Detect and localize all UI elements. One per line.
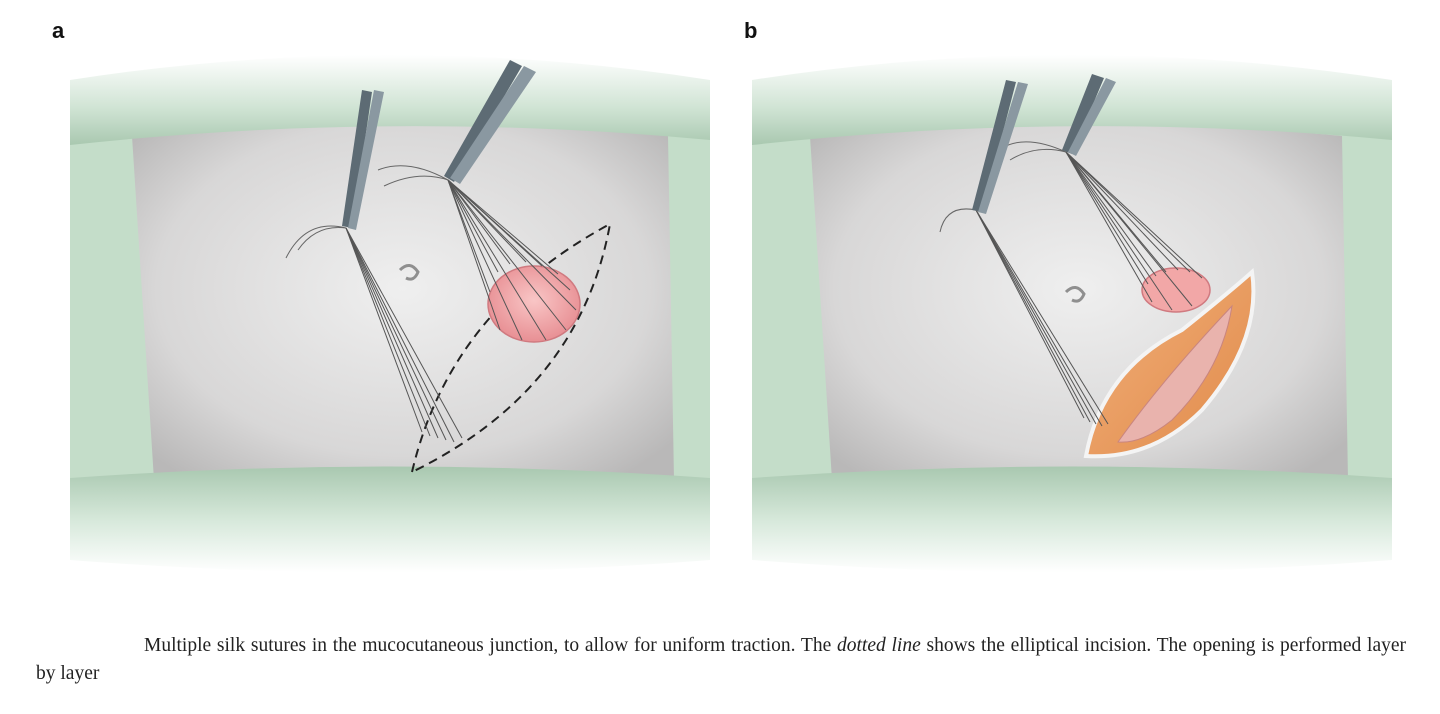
figure-caption: Multiple silk sutures in the mucocutaneo… — [36, 632, 1406, 688]
bottom-drape — [70, 466, 710, 573]
skin-field — [810, 123, 1348, 491]
bottom-drape — [752, 466, 1392, 573]
skin-field — [132, 123, 674, 491]
suture-tails — [285, 165, 449, 259]
stoma — [487, 265, 581, 343]
caption-emphasis: dotted line — [837, 635, 921, 656]
silk-sutures-lower — [975, 209, 1109, 427]
umbilicus — [398, 264, 420, 281]
silk-sutures-stoma — [447, 179, 577, 341]
surgical-illustration-a — [70, 55, 710, 573]
panel-label-a: a — [52, 18, 65, 43]
elliptical-incision-dotted-line — [410, 222, 612, 474]
silk-sutures-lower — [345, 227, 463, 443]
top-drape — [752, 55, 1392, 145]
hemostat-clamp-left — [972, 80, 1028, 214]
surgical-illustration-b — [752, 55, 1392, 573]
stoma — [1141, 267, 1211, 313]
caption-text-part1: Multiple silk sutures in the mucocutaneo… — [144, 635, 837, 656]
top-drape — [70, 55, 710, 145]
silk-sutures-stoma — [1065, 151, 1203, 311]
hemostat-clamp-right — [444, 60, 536, 184]
fascia-layer — [1117, 304, 1233, 443]
caption-text-part2: shows the elliptical incision. The openi… — [36, 635, 1406, 684]
hemostat-clamp-right — [1062, 74, 1116, 156]
hemostat-clamp-left — [342, 90, 384, 230]
opened-incision-subcutaneous-fat — [1083, 268, 1256, 459]
panel-label-b: b — [744, 18, 758, 43]
umbilicus — [1064, 286, 1086, 303]
